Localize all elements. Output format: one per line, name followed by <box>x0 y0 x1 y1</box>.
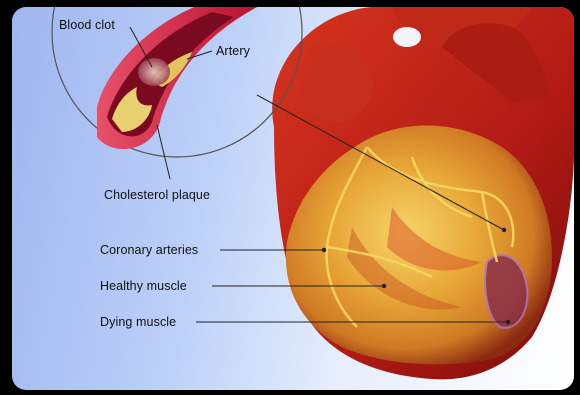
label-dying-muscle: Dying muscle <box>100 315 176 329</box>
illustration-panel: Blood clot Artery Cholesterol plaque Cor… <box>12 7 574 390</box>
label-artery: Artery <box>216 44 250 58</box>
label-healthy-muscle: Healthy muscle <box>100 279 187 293</box>
label-cholesterol-plaque: Cholesterol plaque <box>104 188 210 202</box>
label-coronary-arteries: Coronary arteries <box>100 243 198 257</box>
heart-attack-illustration <box>12 7 574 390</box>
heart <box>272 7 574 379</box>
artery-cross-section <box>97 7 257 149</box>
label-blood-clot: Blood clot <box>59 18 115 32</box>
